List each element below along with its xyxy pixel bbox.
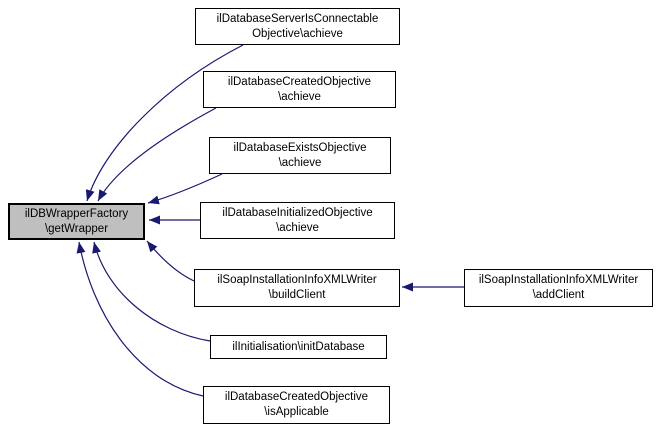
node-label-line2: \achieve <box>276 221 319 234</box>
edge-buildclient-to-getwrapper <box>146 240 195 282</box>
node-label-line1: ilDatabaseCreatedObjective <box>227 75 372 88</box>
node-label-line2: \achieve <box>278 90 321 103</box>
edge-initdatabase-to-getwrapper <box>92 241 211 342</box>
node-ilsoapinstallationinfoxmlwriter-buildclient[interactable]: ilSoapInstallationInfoXMLWriter \buildCl… <box>194 269 400 307</box>
node-ildatabasecreatedobjective-achieve[interactable]: ilDatabaseCreatedObjective \achieve <box>203 71 396 108</box>
edge-created-achieve-to-getwrapper <box>97 107 217 202</box>
node-label-line2: \buildClient <box>268 289 326 301</box>
node-ildatabaseexistsobjective-achieve[interactable]: ilDatabaseExistsObjective \achieve <box>209 137 391 174</box>
node-label-line1: ilDBWrapperFactory <box>24 207 129 220</box>
node-label-line1: ilDatabaseInitializedObjective <box>222 206 373 219</box>
node-label-line1: ilInitialisation\initDatabase <box>232 340 365 353</box>
edge-exists-achieve-to-getwrapper <box>147 173 223 205</box>
node-ildatabaseserverisconnectableobjective-achieve[interactable]: ilDatabaseServerIsConnectable Objective\… <box>195 8 400 45</box>
node-ildatabaseinitializedobjective-achieve[interactable]: ilDatabaseInitializedObjective \achieve <box>200 202 395 239</box>
node-label-line2: \getWrapper <box>44 222 109 235</box>
node-label-line2: \addClient <box>532 289 585 301</box>
node-label-line2: \isApplicable <box>264 406 329 418</box>
edge-serverisconnectable-achieve-to-getwrapper <box>85 44 244 202</box>
node-label-line1: ilDatabaseServerIsConnectable <box>216 12 379 25</box>
node-label-line2: Objective\achieve <box>252 27 343 40</box>
node-label-line2: \achieve <box>278 156 322 169</box>
edge-isapplicable-to-getwrapper <box>76 241 204 397</box>
node-ilsoapinstallationinfoxmlwriter-addclient[interactable]: ilSoapInstallationInfoXMLWriter \addClie… <box>464 269 653 307</box>
node-ildatabasecreatedobjective-isapplicable[interactable]: ilDatabaseCreatedObjective \isApplicable <box>203 386 390 424</box>
node-label-line1: ilDatabaseCreatedObjective <box>224 391 369 403</box>
node-label-line1: ilSoapInstallationInfoXMLWriter <box>217 274 377 286</box>
node-label-line1: ilSoapInstallationInfoXMLWriter <box>478 274 639 286</box>
node-label-line1: ilDatabaseExistsObjective <box>233 141 367 154</box>
node-ilinitialisation-initdatabase[interactable]: ilInitialisation\initDatabase <box>210 335 387 359</box>
node-ildbwrapperfactory-getwrapper[interactable]: ilDBWrapperFactory \getWrapper <box>8 203 145 240</box>
